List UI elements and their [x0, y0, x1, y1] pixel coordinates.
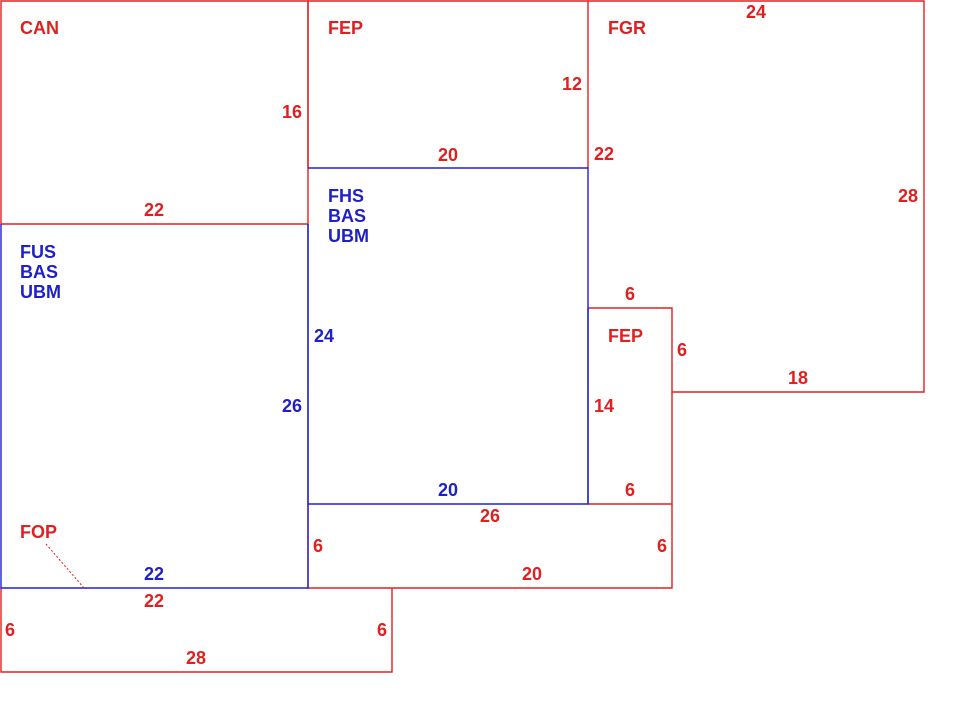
dim-fgr-step: 6	[677, 340, 687, 360]
red-outlines	[0, 0, 925, 673]
area-label-fhs-line2: BAS	[328, 206, 366, 226]
area-label-fhs-line3: UBM	[328, 226, 369, 246]
dim-fep-top-bottom: 20	[438, 145, 458, 165]
area-label-can: CAN	[20, 18, 59, 38]
dim-fep-small-left: 14	[594, 396, 614, 416]
dim-fus-right: 26	[282, 396, 302, 416]
area-label-fus-line1: FUS	[20, 242, 56, 262]
area-label-fep-top: FEP	[328, 18, 363, 38]
dim-can-bottom: 22	[144, 200, 164, 220]
dim-fop-bottom: 28	[186, 648, 206, 668]
area-label-fep-small: FEP	[608, 326, 643, 346]
dim-fus-bottom: 22	[144, 564, 164, 584]
dim-fop-right: 6	[377, 620, 387, 640]
fgr-outline	[588, 0, 925, 393]
fep-top-outline	[307, 0, 589, 168]
dim-fhs-left: 24	[314, 326, 334, 346]
dim-lower-right: 6	[657, 536, 667, 556]
area-label-fus-line2: BAS	[20, 262, 58, 282]
fop-leader-line	[45, 543, 85, 589]
dim-fep-small-top: 6	[625, 284, 635, 304]
dim-fgr-left: 22	[594, 144, 614, 164]
dim-lower-step: 20	[522, 564, 542, 584]
area-label-fop: FOP	[20, 522, 57, 542]
dim-fop-left: 6	[5, 620, 15, 640]
dim-fep-small-bottom: 6	[625, 480, 635, 500]
dim-can-right: 16	[282, 102, 302, 122]
dim-lower-top: 26	[480, 506, 500, 526]
dim-fgr-top: 24	[746, 2, 766, 22]
dim-fop-top: 22	[144, 591, 164, 611]
area-label-fhs-line1: FHS	[328, 186, 364, 206]
area-label-fus-line3: UBM	[20, 282, 61, 302]
dim-fhs-bottom: 20	[438, 480, 458, 500]
area-label-fgr: FGR	[608, 18, 646, 38]
dim-fgr-bottom: 18	[788, 368, 808, 388]
blue-outlines	[0, 167, 589, 589]
dim-lower-left: 6	[313, 536, 323, 556]
dim-fgr-right: 28	[898, 186, 918, 206]
dim-fep-top-right: 12	[562, 74, 582, 94]
